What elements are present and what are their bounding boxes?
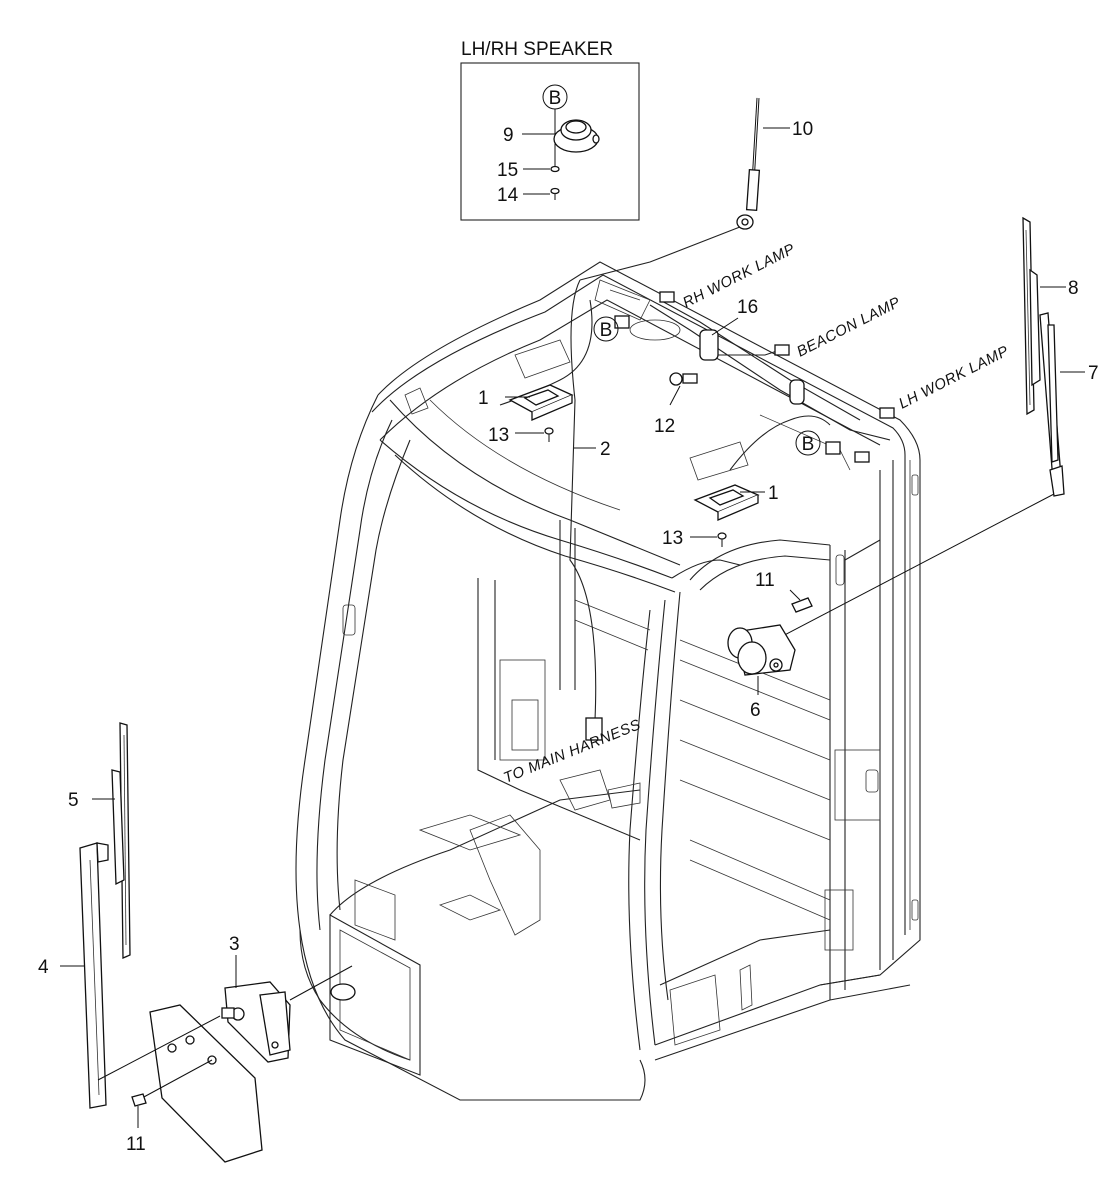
screw-part bbox=[550, 187, 560, 200]
part-bolt-12 bbox=[669, 372, 698, 386]
callout-lh-work-lamp: LH WORK LAMP bbox=[896, 342, 1012, 412]
part-number-4: 4 bbox=[38, 957, 49, 978]
part-number-15: 15 bbox=[497, 160, 518, 181]
connector-marker-b-rh: B bbox=[593, 316, 619, 342]
speaker-part bbox=[553, 119, 600, 153]
part-screw-13-front bbox=[544, 427, 554, 442]
part-bolt-11-front bbox=[131, 1093, 147, 1107]
part-number-5: 5 bbox=[68, 790, 79, 811]
part-number-1-front: 1 bbox=[478, 388, 489, 409]
part-number-9: 9 bbox=[503, 125, 514, 146]
part-number-2: 2 bbox=[600, 439, 611, 460]
callout-to-main-harness: TO MAIN HARNESS bbox=[501, 716, 643, 787]
beacon-lamp-connector bbox=[774, 344, 790, 356]
part-wiper-arm-4 bbox=[79, 842, 109, 1109]
part-number-8: 8 bbox=[1068, 278, 1079, 299]
inset-frame bbox=[460, 62, 640, 221]
lh-work-lamp-connector bbox=[879, 407, 895, 419]
part-number-14: 14 bbox=[497, 185, 519, 206]
speaker-connector-rh bbox=[614, 315, 630, 329]
part-number-12: 12 bbox=[654, 416, 675, 437]
cab-frame bbox=[295, 261, 921, 1101]
inset-title: LH/RH SPEAKER bbox=[461, 39, 613, 60]
part-number-10: 10 bbox=[792, 119, 813, 140]
rh-work-lamp-connector bbox=[659, 291, 675, 303]
clamp-16-upper bbox=[699, 329, 719, 361]
washer-part bbox=[550, 165, 560, 173]
part-antenna-10 bbox=[736, 97, 790, 230]
connector-marker-b-lh: B bbox=[795, 430, 821, 456]
main-harness-connector bbox=[585, 717, 603, 741]
part-number-13-rear: 13 bbox=[662, 528, 683, 549]
harness-wire-2 bbox=[569, 279, 597, 721]
part-number-11-front: 11 bbox=[126, 1134, 146, 1155]
svg-text:B: B bbox=[600, 320, 613, 341]
part-screw-13-rear bbox=[717, 532, 727, 547]
part-room-lamp-1-rear bbox=[693, 484, 760, 521]
part-number-1-rear: 1 bbox=[768, 483, 779, 504]
speaker-connector-lh bbox=[825, 441, 841, 455]
svg-text:B: B bbox=[802, 434, 815, 455]
part-number-3: 3 bbox=[229, 934, 240, 955]
part-number-13-front: 13 bbox=[488, 425, 509, 446]
part-number-7: 7 bbox=[1088, 363, 1099, 384]
part-wiper-motor-3 bbox=[221, 981, 291, 1063]
part-wiper-motor-6 bbox=[727, 624, 796, 676]
connector-marker-b-label: B bbox=[549, 88, 562, 109]
part-bolt-11-rear bbox=[791, 597, 813, 613]
part-number-6: 6 bbox=[750, 700, 761, 721]
part-mount-plate bbox=[149, 1004, 263, 1163]
speaker-inset: LH/RH SPEAKER B 9 15 14 bbox=[460, 39, 640, 221]
part-number-11-rear: 11 bbox=[755, 570, 775, 591]
callout-beacon-lamp: BEACON LAMP bbox=[794, 294, 903, 361]
clamp-16-lower bbox=[789, 379, 805, 405]
part-number-16: 16 bbox=[737, 297, 758, 318]
part-room-lamp-1-front bbox=[508, 384, 574, 421]
part-wiper-blade-5 bbox=[111, 722, 131, 959]
part-wiper-arm-7 bbox=[1039, 312, 1065, 497]
part-wiper-blade-8 bbox=[1022, 216, 1041, 416]
lh-harness-connector bbox=[854, 451, 870, 463]
harness-wiring bbox=[499, 224, 895, 741]
